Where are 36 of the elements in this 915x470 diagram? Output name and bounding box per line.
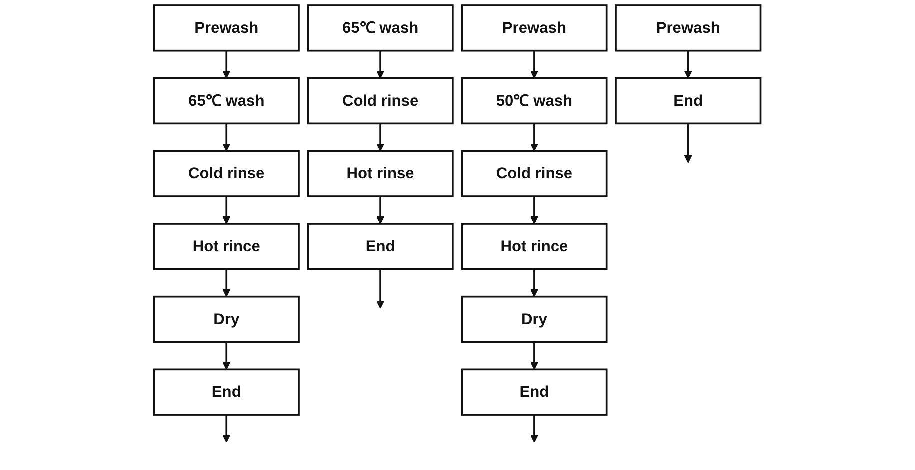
node-box: Prewash	[461, 4, 608, 52]
arrow	[684, 124, 692, 164]
arrow	[222, 342, 231, 370]
node-box: Cold rinse	[307, 77, 454, 125]
arrow	[376, 269, 385, 309]
node-box: End	[153, 368, 300, 416]
node-box: Cold rinse	[153, 150, 300, 198]
node-box: Prewash	[153, 4, 300, 52]
node-box: Dry	[153, 296, 300, 344]
arrow	[530, 269, 538, 298]
arrow	[222, 415, 231, 443]
arrow	[222, 50, 231, 79]
arrow	[530, 124, 538, 152]
arrow	[222, 269, 231, 298]
node-box: 65℃ wash	[153, 77, 300, 125]
node-box: 50℃ wash	[461, 77, 608, 125]
node-box: Cold rinse	[461, 150, 608, 198]
arrow	[376, 196, 385, 224]
node-box: End	[307, 223, 454, 270]
arrow	[376, 50, 385, 79]
node-box: Hot rince	[153, 223, 300, 270]
node-box: Dry	[461, 296, 608, 344]
node-box: End	[615, 77, 762, 125]
node-box: 65℃ wash	[307, 4, 454, 52]
node-box: Prewash	[615, 4, 762, 52]
arrow	[530, 50, 538, 79]
node-box: Hot rince	[461, 223, 608, 270]
arrow	[530, 196, 538, 224]
node-box: Hot rinse	[307, 150, 454, 198]
arrow	[530, 415, 538, 443]
node-box: End	[461, 368, 608, 416]
arrow	[222, 196, 231, 224]
arrow	[376, 124, 385, 152]
arrow	[684, 50, 692, 79]
arrow	[222, 124, 231, 152]
arrow	[530, 342, 538, 370]
